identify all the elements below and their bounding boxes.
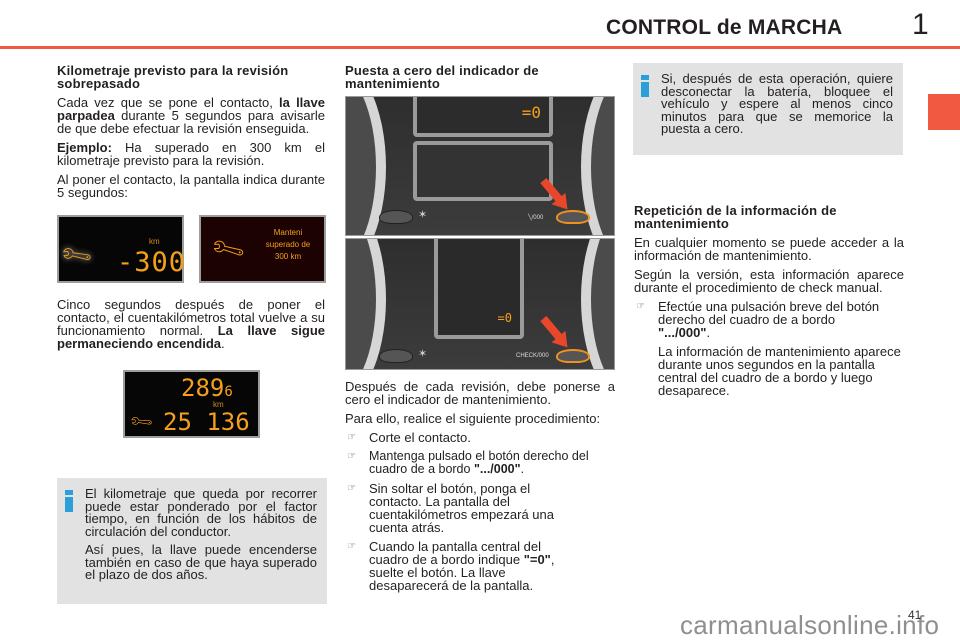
reset-button-label: ╲/000 [528, 215, 544, 221]
speedometer-gauge [346, 97, 386, 235]
section-heading-repeat: Repetición de la información de mantenim… [634, 203, 837, 231]
pointing-hand-icon: ☞ [347, 432, 356, 443]
central-screen-bottom [413, 141, 553, 201]
message-line-3: 300 km [274, 252, 302, 261]
middle-column-text: Después de cada revisión, debe ponerse a… [345, 380, 615, 598]
display-minus-300: 🔧︎ km -300 [57, 215, 187, 283]
reset-button-label: CHECK/000 [516, 353, 549, 359]
display-odometer: 2896 km 🔧︎ 25 136 [123, 370, 260, 438]
wrench-icon: 🔧︎ [58, 237, 96, 275]
left-dash-button[interactable] [379, 349, 413, 363]
reset-steps-list: ☞Corte el contacto. ☞Mantenga pulsado el… [345, 431, 615, 592]
central-screen: =0 [434, 239, 524, 339]
screen-reading: =0 [521, 103, 541, 122]
section-heading-overdue: Kilometraje previsto para la revisión so… [57, 63, 289, 91]
step-item: ☞Mantenga pulsado el botón derecho del c… [347, 449, 589, 476]
chapter-tab [928, 94, 960, 130]
paragraph: Al poner el contacto, la pantalla indica… [57, 172, 325, 200]
right-column-text: Repetición de la información de mantenim… [634, 204, 904, 403]
paragraph-example: Ejemplo: Ha superado en 300 km el kilome… [57, 140, 325, 168]
step-item: ☞Corte el contacto. [347, 430, 471, 445]
info-text: Si, después de esta operación, quiere de… [661, 71, 893, 136]
info-box-battery: Si, después de esta operación, quiere de… [633, 63, 903, 155]
pointing-hand-icon: ☞ [347, 483, 356, 494]
message-line-1: Manteni [273, 228, 303, 237]
paragraph: En cualquier momento se puede acceder a … [634, 235, 904, 263]
central-screen-top: =0 [413, 97, 553, 137]
header-divider [0, 46, 960, 49]
section-heading-reset: Puesta a cero del indicador de mantenimi… [345, 63, 539, 91]
middle-column-heading: Puesta a cero del indicador de mantenimi… [345, 64, 615, 96]
unit-label: km [213, 400, 224, 409]
reset-button-highlighted[interactable] [556, 349, 590, 363]
repeat-steps-list: ☞Efectúe una pulsación breve del botón d… [634, 300, 904, 339]
step-note: La información de mantenimiento aparece … [658, 344, 901, 398]
distance-value: -300 [117, 247, 187, 278]
display-maintenance-overdue: 🔧︎ Manteni superado de 300 km [199, 215, 326, 283]
info-icon [65, 490, 73, 512]
paragraph: Después de cada revisión, debe ponerse a… [345, 379, 615, 407]
paragraph: Para ello, realice el siguiente procedim… [345, 411, 601, 426]
lighting-icon: ✶ [418, 348, 428, 360]
pointing-hand-icon: ☞ [636, 301, 645, 312]
screen-reading: =0 [497, 311, 512, 325]
pointing-hand-icon: ☞ [347, 541, 356, 552]
info-icon [641, 75, 649, 97]
left-dash-button[interactable] [379, 210, 413, 224]
watermark: carmanualsonline.info [680, 610, 940, 640]
page-title: CONTROL de MARCHA [606, 16, 843, 39]
page-number: 41 [908, 608, 922, 622]
dashboard-image-1: =0 ✶ ╲/000 [345, 96, 615, 236]
speedometer-gauge [346, 239, 386, 369]
trip-decimal: 6 [224, 384, 233, 400]
info-box-mileage: El kilometraje que queda por recorrer pu… [57, 478, 327, 604]
chapter-number: 1 [912, 8, 929, 41]
paragraph-after-5s: Cinco segundos después de poner el conta… [57, 297, 325, 351]
paragraph: Cada vez que se pone el contacto, la lla… [57, 95, 325, 136]
paragraph: Según la versión, esta información apare… [634, 267, 904, 295]
reset-button-highlighted[interactable] [556, 210, 590, 224]
unit-label: km [149, 237, 160, 246]
dashboard-image-2: =0 ✶ CHECK/000 [345, 238, 615, 370]
wrench-icon: 🔧︎ [208, 230, 249, 269]
lighting-icon: ✶ [418, 209, 428, 221]
step-item: ☞Sin soltar el botón, ponga el contacto.… [347, 481, 554, 535]
message-line-2: superado de [265, 240, 311, 249]
step-item: ☞Efectúe una pulsación breve del botón d… [636, 299, 880, 340]
step-item: ☞Cuando la pantalla central del cuadro d… [347, 539, 555, 593]
info-text: El kilometraje que queda por recorrer pu… [85, 486, 317, 539]
pointing-hand-icon: ☞ [347, 451, 356, 462]
left-column: Kilometraje previsto para la revisión so… [57, 64, 325, 205]
tachometer-gauge [581, 239, 614, 369]
wrench-icon: 🔧︎ [127, 407, 156, 436]
trip-value: 289 [181, 374, 225, 402]
info-text: Así pues, la llave puede encenderse tamb… [85, 542, 317, 582]
odometer-value: 25 136 [163, 408, 250, 436]
